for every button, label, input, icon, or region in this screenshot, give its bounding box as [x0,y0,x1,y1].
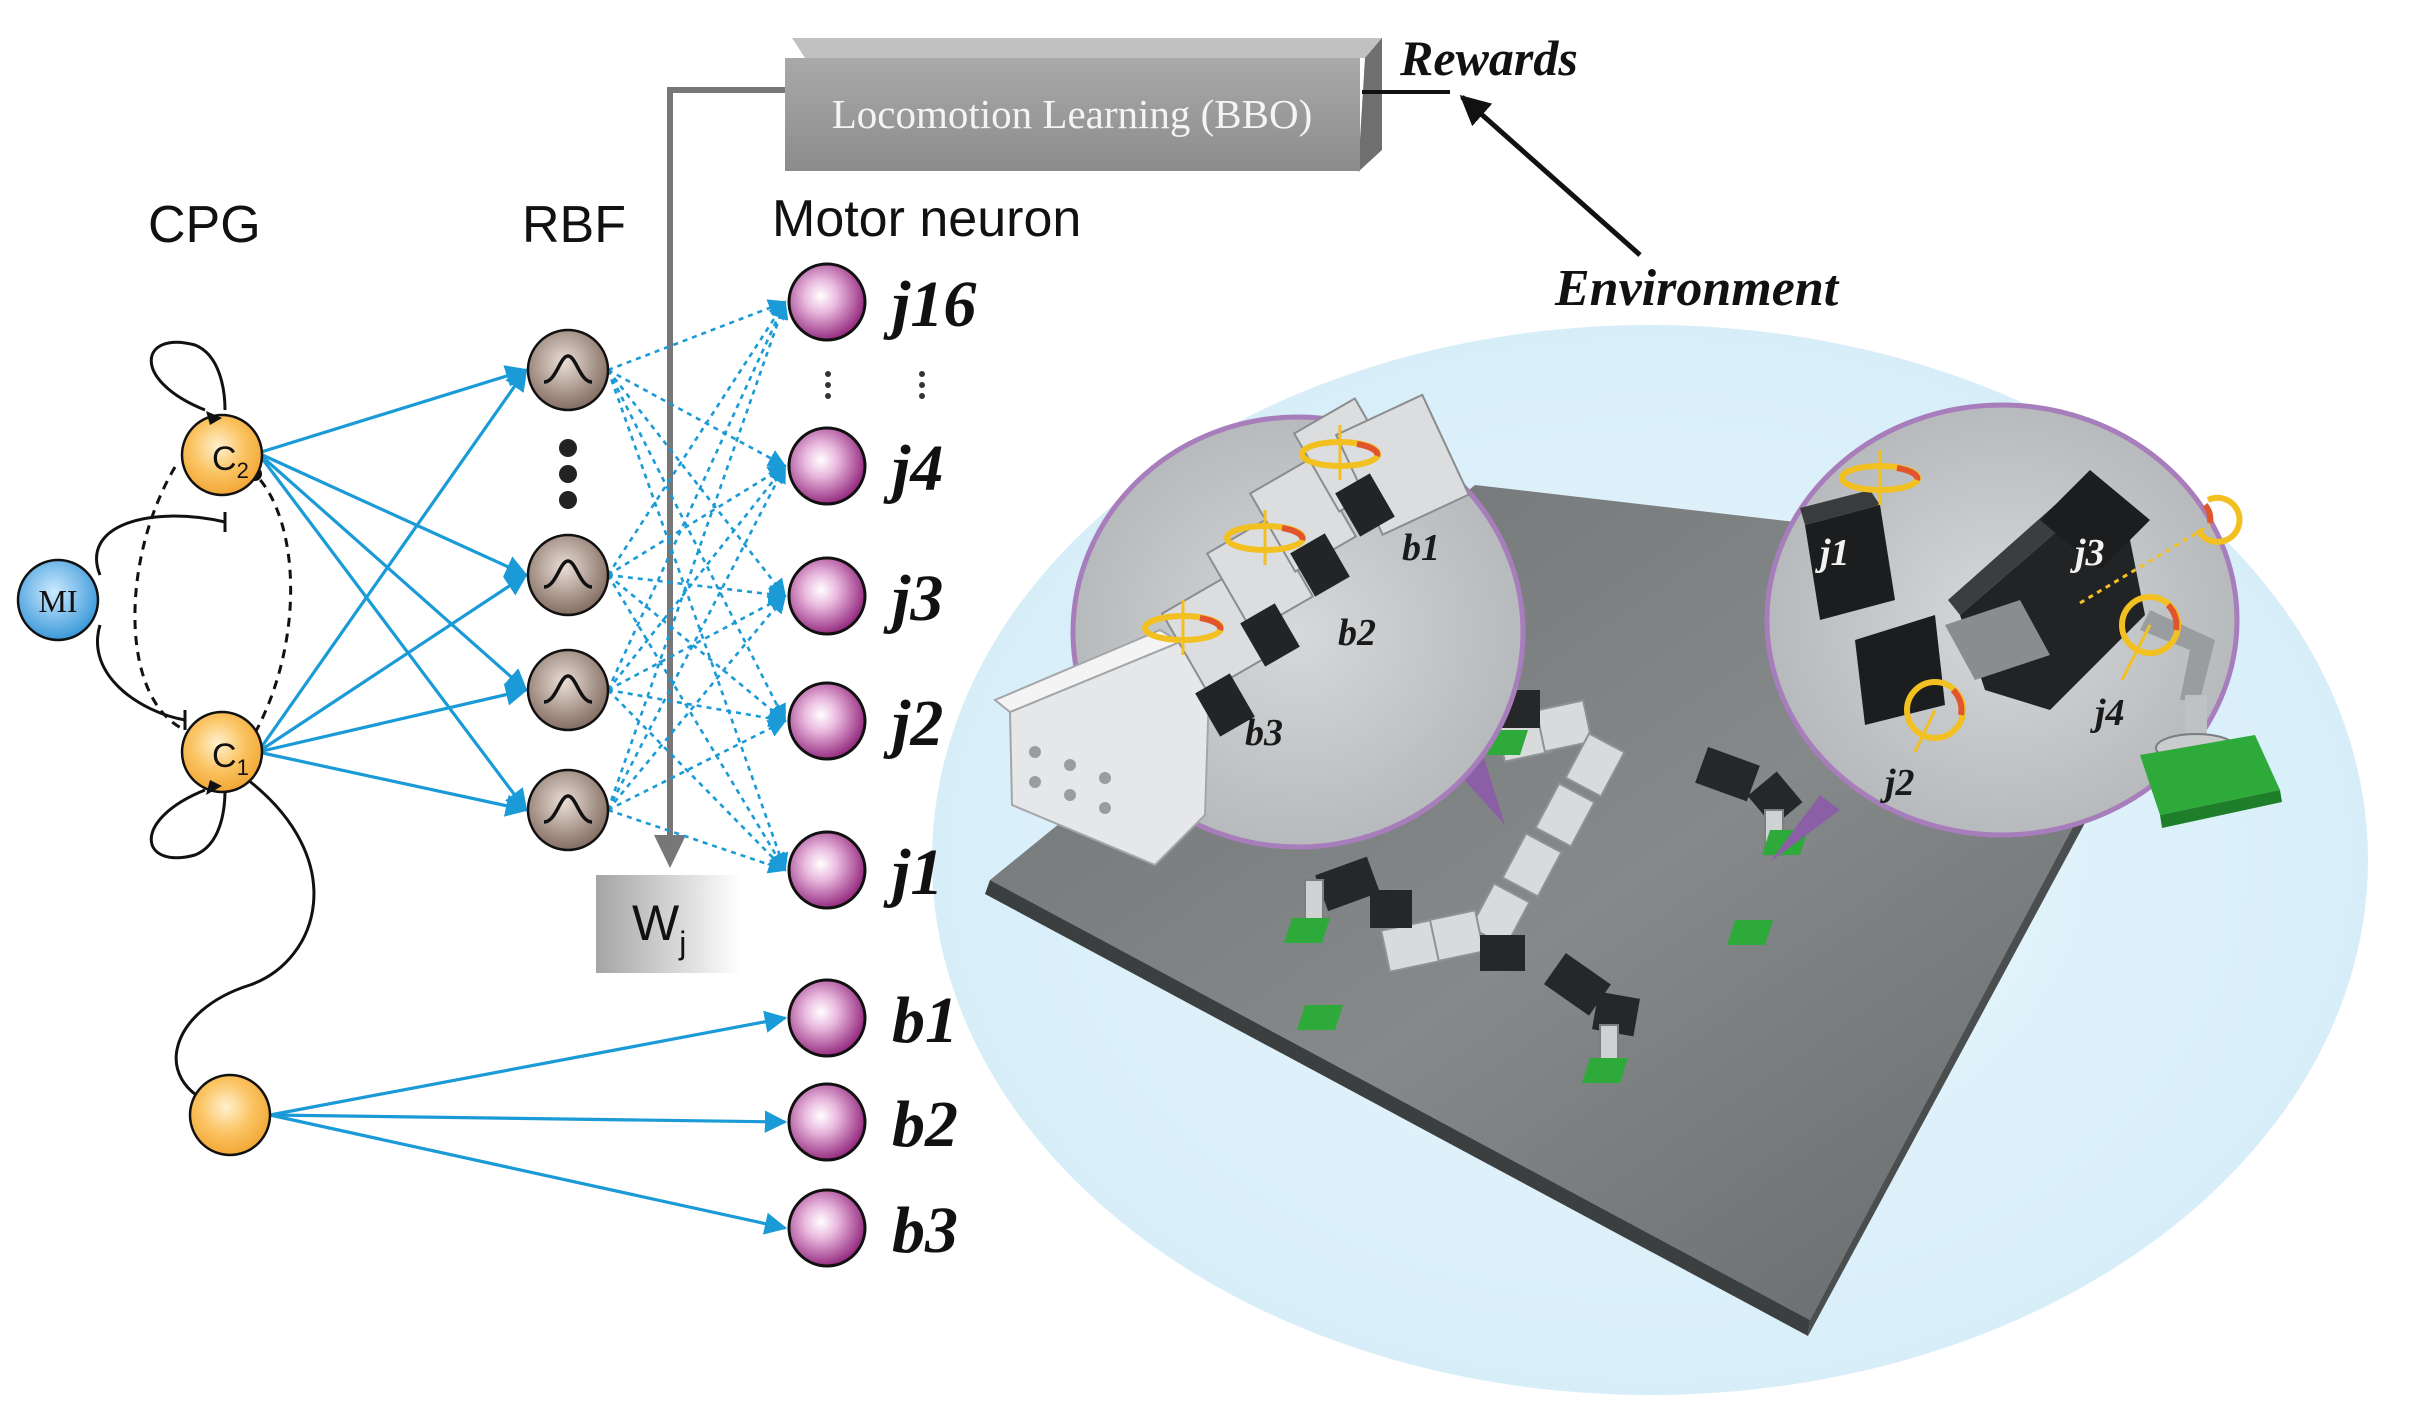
cpg-to-rbf-edge [257,365,529,455]
c2-label: C2 [212,440,249,483]
c1-label: C1 [212,737,249,780]
motor-neuron-label: j1 [883,836,943,909]
rbf-to-motor-edge [606,464,787,811]
rbf-to-motor-edge [606,574,787,872]
rbf-node [526,648,610,732]
cpg-to-body-motor-edge [269,1113,788,1235]
cpg-internal-connections [95,340,316,1107]
weights-label: Wj [632,895,686,961]
environment-label: Environment [1554,260,1840,317]
cpg-to-rbf-edge [257,451,529,577]
cpg-to-body-motor-edge [269,1010,788,1117]
rbf-to-motor-edge [607,464,787,577]
motor-neuron-b3: b3 [787,1188,958,1268]
mi-node: MI [16,558,100,642]
left-inset: b1 b2 b3 [993,393,1526,867]
motor-neuron-j3: j3 [787,556,943,636]
environment-scene: b1 b2 b3 [932,325,2368,1395]
rbf-to-motor-edge [607,689,787,872]
motor-neuron-label: j2 [883,687,943,760]
rbf-ellipsis [559,439,577,509]
cpg-to-rbf-edge [257,573,528,754]
cpg-header: CPG [148,196,261,254]
rbf-to-motor-edge [606,594,787,811]
cpg-to-rbf-edge [256,368,528,753]
weights-box: Wj [596,875,741,973]
gaussian-icon [543,794,593,824]
inset-label-j3: j3 [2070,532,2105,574]
cpg-to-rbf-edge [257,750,529,817]
rewards-label: Rewards [1399,30,1578,86]
gaussian-icon [543,354,593,384]
motor-neuron-label: b3 [892,1194,958,1267]
rbf-header: RBF [522,196,626,254]
rbf-to-motor-edge [607,808,787,874]
motor-neuron-label: b1 [892,984,958,1057]
cpg-body-output-node [188,1073,272,1157]
rbf-to-motor-edge [606,300,787,576]
inset-label-b3: b3 [1245,712,1283,754]
rbf-to-motor-edge [607,719,787,812]
rbf-to-motor-edge [607,688,787,728]
gaussian-icon [543,559,593,589]
motor-neuron-label: j4 [883,432,943,505]
cpg-to-rbf-edge [257,683,529,754]
motor-neuron-label: b2 [892,1088,958,1161]
motor-neuron-j2: j2 [787,681,943,761]
motor-neuron-b2: b2 [787,1082,958,1162]
rbf-to-motor-edge [606,369,789,872]
motor-ellipsis [825,371,925,399]
hexapod-robot [1284,680,1808,1083]
inset-label-j1: j1 [1815,532,1850,574]
rbf-to-motor-edge [606,369,787,723]
rbf-to-motor-edge [607,368,787,468]
learning-module: Locomotion Learning (BBO) Rewards Enviro… [785,30,1840,317]
inset-label-j2: j2 [1880,762,1915,804]
rbf-node [526,533,610,617]
learning-box-label: Locomotion Learning (BBO) [832,91,1313,137]
rbf-to-motor-edge [606,369,787,598]
c1-node: C1 [180,710,264,795]
motor-neuron-header: Motor neuron [772,190,1081,248]
cpg-to-rbf-edge [256,452,528,812]
network-connections [256,299,789,1235]
motor-neuron-j4: j4 [787,426,943,506]
cpg-to-rbf-edge [256,451,528,692]
learning-box [785,58,1360,171]
rbf-to-motor-edge [606,300,787,691]
mi-label: MI [38,583,77,619]
rbf-to-motor-edge [607,594,787,692]
c2-node: C2 [180,411,264,497]
inset-label-b2: b2 [1338,612,1376,654]
motor-neuron-j1: j1 [787,830,943,910]
network-nodes: MI C2 C1 j16 j4 j3 j2 j1 b1 b2 b3 [16,262,976,1268]
motor-neuron-label: j3 [883,562,943,635]
environment-arrow [1459,95,1642,257]
inset-label-j4: j4 [2090,692,2125,734]
cpg-to-body-motor-edge [269,1110,788,1133]
inset-label-b1: b1 [1402,527,1440,569]
rbf-to-motor-edge [606,300,789,811]
right-inset: j1 j3 j2 j4 [1764,402,2282,838]
rbf-to-motor-edge [607,299,787,372]
motor-neuron-j16: j16 [787,262,976,342]
rbf-node [526,768,610,852]
weight-update-arrow [654,87,785,868]
right-inset-pointer [1770,795,1840,862]
gaussian-icon [543,674,593,704]
rbf-to-motor-edge [606,464,787,691]
motor-neuron-b1: b1 [787,978,958,1058]
motor-neuron-label: j16 [883,268,976,341]
rbf-to-motor-edge [607,573,787,723]
rbf-node [526,328,610,412]
